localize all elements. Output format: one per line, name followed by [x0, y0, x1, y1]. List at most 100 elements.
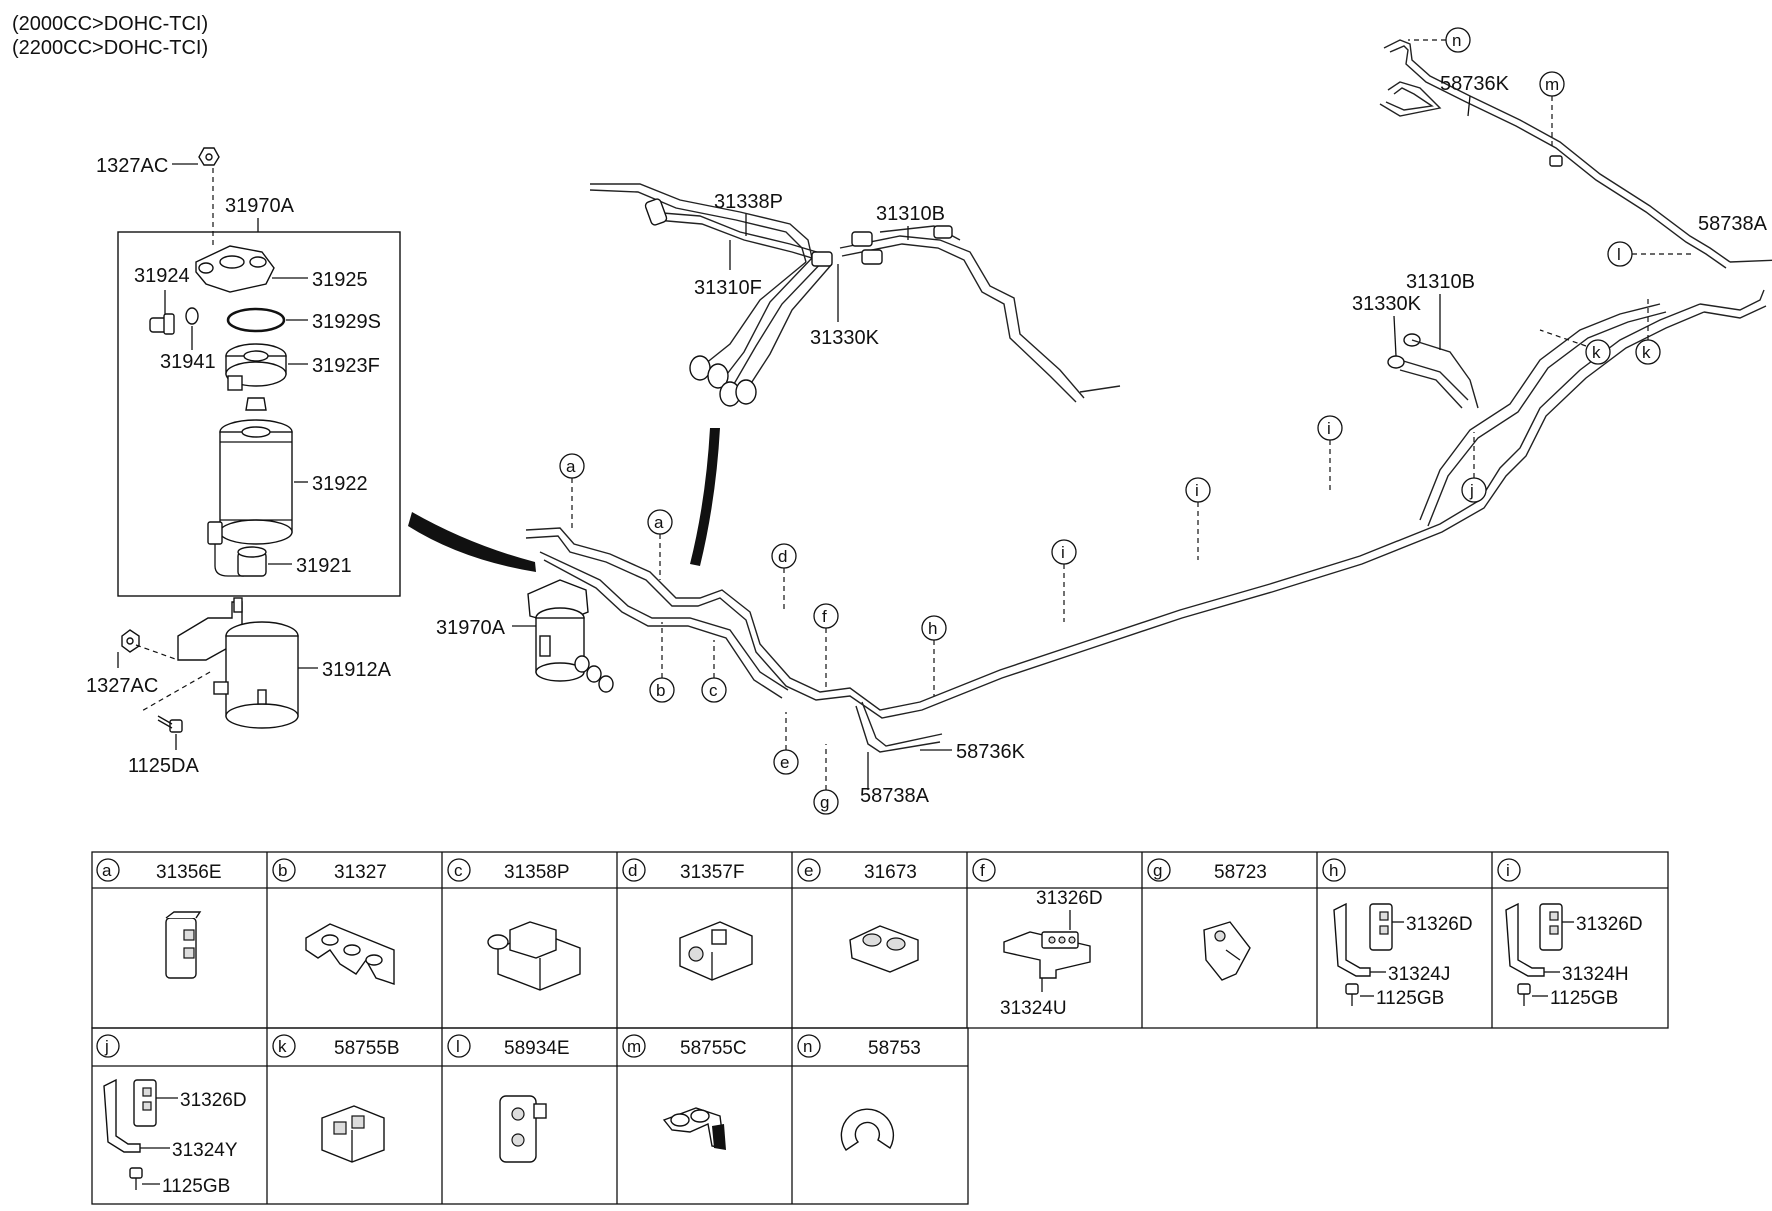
svg-text:m: m [1545, 75, 1559, 94]
svg-text:k: k [1642, 343, 1651, 362]
svg-text:a: a [102, 861, 112, 880]
clip-31327-icon [305, 923, 395, 985]
grommet-58753-icon [840, 1108, 895, 1151]
callout-a-2: a [647, 509, 673, 535]
callout-h: h [921, 615, 947, 641]
label-31921: 31921 [296, 555, 352, 577]
callout-d: d [771, 543, 797, 569]
svg-text:f: f [980, 861, 985, 880]
bolt-icon [1517, 983, 1531, 1006]
label-1125DA: 1125DA [128, 755, 199, 777]
table-cell-b: b 31327 [272, 858, 395, 985]
label-31310B-upper: 31310B [876, 203, 945, 225]
label-31330K-upper: 31330K [810, 327, 880, 349]
svg-text:31326D: 31326D [1036, 888, 1103, 909]
svg-text:n: n [1452, 31, 1461, 50]
svg-text:31673: 31673 [864, 862, 917, 883]
svg-text:e: e [804, 861, 813, 880]
callout-k-1: k [1585, 339, 1611, 365]
svg-text:1125GB: 1125GB [1550, 988, 1618, 1009]
label-58738A-front: 58738A [860, 785, 930, 807]
svg-text:c: c [709, 681, 718, 700]
callout-n: n [1445, 27, 1471, 53]
label-58736K-rear: 58736K [1440, 73, 1510, 95]
clip-31358P-icon [487, 921, 581, 991]
pointer-arrow-left [408, 512, 536, 572]
svg-text:d: d [628, 861, 637, 880]
svg-text:j: j [1469, 481, 1474, 500]
label-31310B-rear: 31310B [1406, 271, 1475, 293]
svg-text:a: a [654, 513, 664, 532]
label-1327AC-top: 1327AC [96, 155, 168, 177]
washer-part [185, 307, 199, 325]
table-cell-i: i 31326D 31324H 1125GB [1497, 858, 1643, 1009]
bracket-31324Y-icon [103, 1078, 157, 1153]
svg-text:31356E: 31356E [156, 862, 222, 883]
callout-i-1: i [1051, 539, 1077, 565]
label-31923F: 31923F [312, 355, 380, 377]
callout-k-2: k [1635, 339, 1661, 365]
table-cell-j: j 31326D 31324Y 1125GB [96, 1034, 247, 1197]
svg-text:j: j [104, 1037, 109, 1056]
filter-bracket-group: 31912A 1327AC 1125DA [86, 597, 392, 777]
label-31924: 31924 [134, 265, 190, 287]
svg-text:31357F: 31357F [680, 862, 744, 883]
heater-part [225, 343, 287, 391]
label-1327AC-bracket: 1327AC [86, 675, 158, 697]
callout-f: f [813, 603, 839, 629]
svg-text:f: f [822, 607, 827, 626]
callout-l: l [1607, 241, 1633, 267]
engine-spec-line-1: (2000CC>DOHC-TCI) [12, 13, 208, 35]
svg-text:m: m [627, 1037, 641, 1056]
svg-text:31324H: 31324H [1562, 964, 1629, 985]
label-58736K-front: 58736K [956, 741, 1026, 763]
engine-spec-line-2: (2200CC>DOHC-TCI) [12, 37, 208, 59]
svg-text:i: i [1061, 543, 1065, 562]
svg-text:g: g [820, 793, 829, 812]
callout-m: m [1539, 71, 1565, 97]
label-31925: 31925 [312, 269, 368, 291]
svg-text:i: i [1506, 861, 1510, 880]
clip-31673-icon [849, 925, 919, 973]
svg-text:g: g [1153, 861, 1162, 880]
clip-31357F-icon [679, 921, 753, 981]
label-31929S: 31929S [312, 311, 381, 333]
bolt-icon [157, 715, 183, 733]
filter-element-part [219, 419, 293, 545]
svg-text:31326D: 31326D [1406, 914, 1473, 935]
callout-i-3: i [1317, 415, 1343, 441]
svg-text:b: b [278, 861, 287, 880]
table-cell-e: e 31673 [797, 858, 919, 973]
callout-j: j [1461, 477, 1487, 503]
svg-text:58755B: 58755B [334, 1038, 400, 1059]
label-31330K-rear: 31330K [1352, 293, 1422, 315]
label-31338P: 31338P [714, 191, 783, 213]
svg-text:e: e [780, 753, 789, 772]
parts-table [91, 851, 1669, 1205]
svg-text:31326D: 31326D [180, 1090, 247, 1111]
svg-text:31324Y: 31324Y [172, 1140, 238, 1161]
table-cell-g: g 58723 [1147, 858, 1267, 981]
table-cell-l: l 58934E [447, 1034, 570, 1163]
clip-58934E-icon [499, 1095, 547, 1163]
svg-text:a: a [566, 457, 576, 476]
table-cell-m: m 58755C [622, 1034, 747, 1150]
nut-icon [198, 147, 220, 166]
bleed-screw-part [149, 313, 175, 335]
svg-text:31326D: 31326D [1576, 914, 1643, 935]
svg-text:l: l [456, 1037, 460, 1056]
svg-text:h: h [928, 619, 937, 638]
label-31922: 31922 [312, 473, 368, 495]
svg-text:58934E: 58934E [504, 1038, 570, 1059]
table-cell-k: k 58755B [272, 1034, 400, 1163]
clip-58755C-icon [662, 1107, 726, 1150]
callout-a-1: a [559, 453, 585, 479]
svg-text:1125GB: 1125GB [162, 1176, 230, 1197]
svg-text:31324U: 31324U [1000, 998, 1067, 1019]
table-cell-n: n 58753 [797, 1034, 921, 1151]
svg-text:31358P: 31358P [504, 862, 570, 883]
label-31310F: 31310F [694, 277, 762, 299]
clip-31356E-icon [165, 911, 202, 979]
svg-text:d: d [778, 547, 787, 566]
svg-text:k: k [1592, 343, 1601, 362]
